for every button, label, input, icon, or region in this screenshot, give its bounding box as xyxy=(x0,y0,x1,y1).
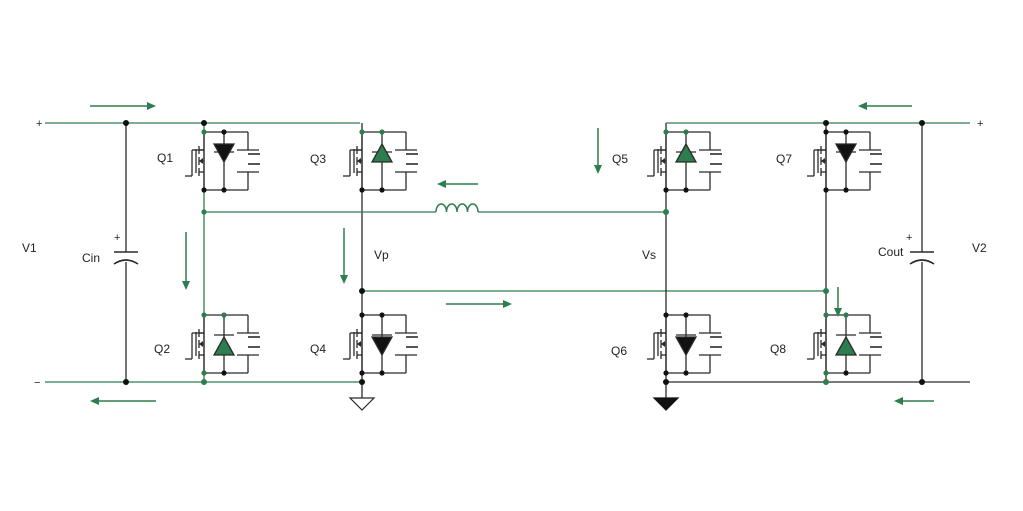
q1-switch xyxy=(184,131,261,191)
current-arrows xyxy=(90,102,934,405)
q3-label: Q3 xyxy=(310,152,326,166)
q7-label: Q7 xyxy=(776,152,792,166)
vp-label: Vp xyxy=(374,248,389,262)
ground-icon xyxy=(652,397,680,411)
wiring xyxy=(45,122,970,398)
current-arrow-icon xyxy=(90,397,156,405)
q1-label: Q1 xyxy=(157,151,173,165)
q4-label: Q4 xyxy=(310,342,326,356)
q2-switch xyxy=(184,314,261,374)
q4-body-diode-icon xyxy=(370,336,394,357)
q8-body-diode-icon xyxy=(834,335,858,356)
q5-switch xyxy=(646,131,723,191)
q8-label: Q8 xyxy=(770,342,786,356)
v2-plus-label: + xyxy=(977,118,983,130)
v2-label: V2 xyxy=(972,241,987,255)
junction-dots xyxy=(123,120,925,385)
q6-body-diode-icon xyxy=(674,336,698,357)
q2-body-diode-icon xyxy=(212,335,236,356)
cin-capacitor-icon xyxy=(113,251,139,265)
q1-body-diode-icon xyxy=(212,143,236,164)
q3-body-diode-icon xyxy=(370,142,394,163)
current-arrow-icon xyxy=(437,180,478,188)
current-arrow-icon xyxy=(858,102,912,110)
q8-switch xyxy=(806,314,883,374)
q5-label: Q5 xyxy=(612,152,628,166)
current-arrow-icon xyxy=(340,228,348,284)
current-arrow-icon xyxy=(894,397,934,405)
cout-label: Cout xyxy=(878,245,904,259)
q3-switch xyxy=(342,131,419,191)
inductor-icon xyxy=(435,203,479,213)
cin-label: Cin xyxy=(82,251,100,265)
q4-switch xyxy=(342,314,419,374)
current-arrow-icon xyxy=(90,102,156,110)
q7-body-diode-icon xyxy=(834,143,858,164)
q2-label: Q2 xyxy=(154,342,170,356)
cin-plus-label: + xyxy=(114,232,120,244)
v1-minus-label: − xyxy=(34,377,40,389)
q7-switch xyxy=(806,131,883,191)
v1-plus-label: + xyxy=(36,118,42,130)
ground-icon xyxy=(348,397,376,411)
q6-label: Q6 xyxy=(611,344,627,358)
current-arrow-icon xyxy=(182,232,190,290)
cout-capacitor-icon xyxy=(909,251,935,265)
cout-plus-label: + xyxy=(906,232,912,244)
vs-label: Vs xyxy=(642,248,656,262)
current-arrow-icon xyxy=(446,300,512,308)
current-arrow-icon xyxy=(834,287,842,317)
q6-switch xyxy=(646,314,723,374)
v1-label: V1 xyxy=(22,241,37,255)
current-arrow-icon xyxy=(594,128,602,174)
q5-body-diode-icon xyxy=(674,142,698,163)
